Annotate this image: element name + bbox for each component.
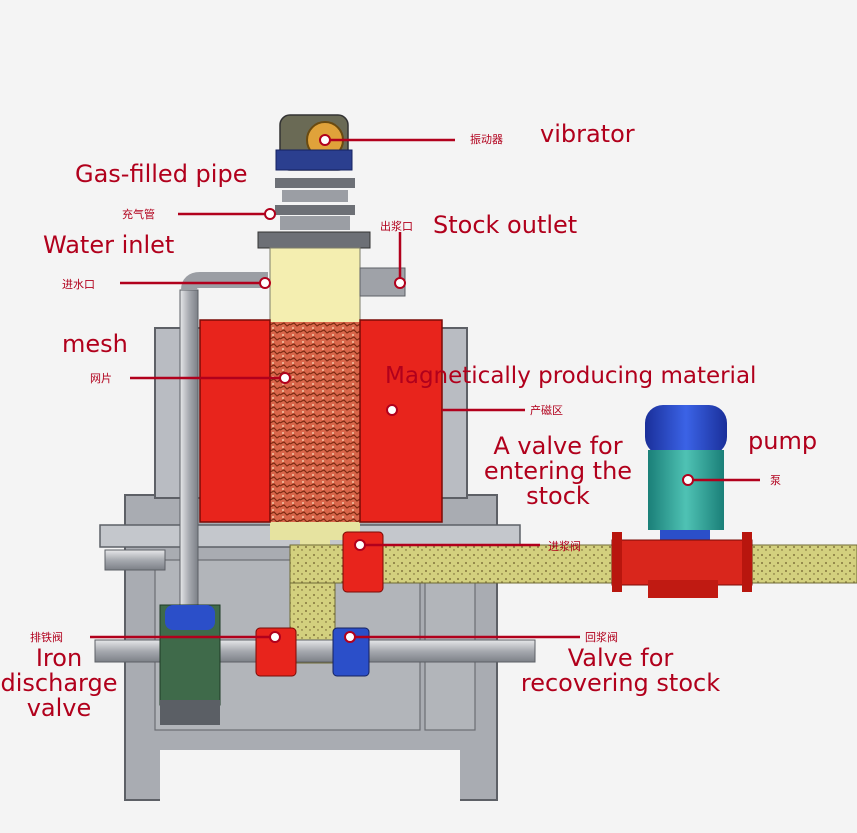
vibrator-assembly	[257, 114, 371, 249]
label-recovering-line2: recovering stock	[520, 669, 721, 698]
cn-label-stock-outlet: 出浆口	[380, 220, 413, 233]
label-iron-discharge-line3: valve	[26, 694, 92, 723]
label-valve-entering: A valve for entering the stock	[478, 432, 638, 511]
label-iron-discharge: Iron discharge valve	[0, 644, 118, 723]
cn-label-mesh: 网片	[90, 372, 112, 385]
pump-body	[611, 405, 753, 598]
separation-column	[269, 247, 406, 640]
entering-valve	[342, 531, 384, 593]
leader-lines	[90, 138, 760, 639]
magnet-blocks	[199, 319, 443, 523]
label-iron-discharge-line2: discharge	[0, 669, 118, 698]
leader-dots	[259, 134, 694, 643]
cn-label-gas-filled-pipe: 充气管	[122, 208, 155, 221]
discharge-valve	[255, 627, 297, 677]
label-valve-entering-line1: A valve for	[493, 432, 623, 460]
label-magnetically-producing: Magnetically producing material	[385, 363, 757, 389]
label-water-inlet: Water inlet	[43, 231, 175, 259]
cn-label-entering-valve: 进浆阀	[548, 540, 581, 553]
cn-label-pump: 泵	[770, 474, 781, 487]
label-valve-entering-line2: entering the	[483, 457, 633, 486]
cn-label-iron-discharge: 排铁阀	[30, 631, 63, 644]
recovering-valve	[332, 627, 370, 677]
cn-label-water-inlet: 进水口	[62, 278, 95, 291]
label-recovering-line1: Valve for	[567, 644, 674, 672]
label-valve-entering-line3: stock	[526, 482, 590, 511]
label-recovering-stock: Valve for recovering stock	[518, 644, 723, 698]
label-gas-filled-pipe: Gas-filled pipe	[75, 160, 248, 188]
cn-label-magnetic-zone: 产磁区	[530, 404, 563, 417]
label-iron-discharge-line1: Iron	[35, 644, 83, 672]
label-pump: pump	[748, 427, 818, 455]
cn-label-vibrator: 振动器	[470, 133, 503, 146]
label-vibrator: vibrator	[540, 120, 635, 148]
feed-pipe	[289, 544, 857, 664]
label-stock-outlet: Stock outlet	[433, 211, 578, 239]
iron-discharge-valve-body	[159, 604, 221, 725]
label-mesh: mesh	[62, 330, 128, 358]
cn-label-recovering-valve: 回浆阀	[585, 631, 618, 644]
